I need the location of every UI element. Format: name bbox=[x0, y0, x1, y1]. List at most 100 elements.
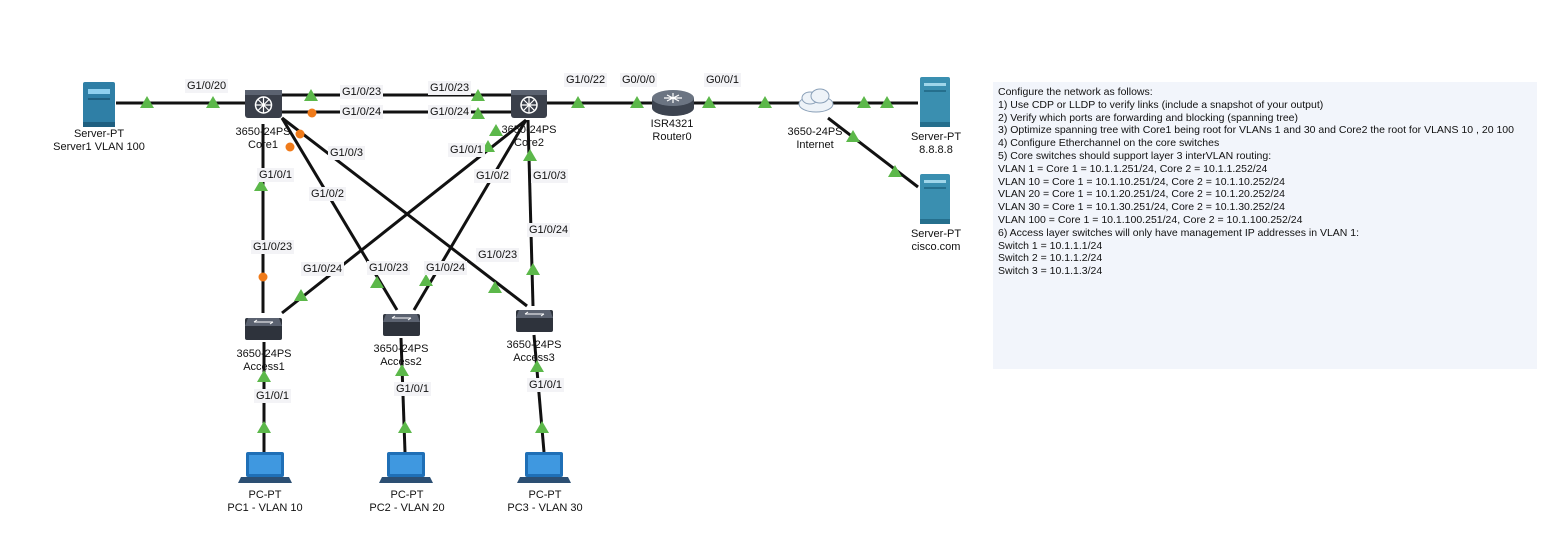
port-label: G1/0/22 bbox=[564, 73, 608, 87]
cloud-icon bbox=[798, 88, 834, 113]
note-line: Switch 2 = 10.1.1.2/24 bbox=[998, 252, 1103, 265]
forwarding-marker bbox=[304, 89, 318, 101]
link-core1-access3 bbox=[281, 116, 528, 308]
port-label: G1/0/24 bbox=[301, 262, 345, 276]
forwarding-marker bbox=[702, 96, 716, 108]
device-name: Access2 bbox=[380, 356, 422, 368]
port-label: G1/0/1 bbox=[448, 143, 486, 157]
device-name: Router0 bbox=[652, 131, 692, 143]
device-type: PC-PT bbox=[528, 489, 562, 501]
multilayer-switch-icon bbox=[511, 90, 547, 118]
note-line: VLAN 20 = Core 1 = 10.1.20.251/24, Core … bbox=[998, 188, 1285, 201]
forwarding-marker bbox=[206, 96, 220, 108]
pc1-label: PC-PT PC1 - VLAN 10 bbox=[227, 489, 302, 515]
device-name: 8.8.8.8 bbox=[919, 144, 953, 156]
device-type: 3650-24PS bbox=[501, 124, 557, 136]
port-label: G1/0/24 bbox=[424, 261, 468, 275]
forwarding-marker bbox=[257, 421, 271, 433]
link-core2-access1 bbox=[281, 118, 527, 315]
note-line: 6) Access layer switches will only have … bbox=[998, 226, 1360, 239]
access1-label: 3650-24PS Access1 bbox=[236, 348, 291, 374]
device-name: Access3 bbox=[513, 352, 555, 364]
switch-icon bbox=[383, 314, 420, 336]
forwarding-marker bbox=[471, 89, 485, 101]
forwarding-marker bbox=[523, 149, 537, 161]
laptop-icon bbox=[517, 452, 571, 483]
status-markers bbox=[140, 89, 902, 433]
device-type: Server-PT bbox=[73, 128, 125, 140]
switch-icon bbox=[516, 310, 553, 332]
switch-icon bbox=[245, 318, 282, 340]
server-cisco-icon bbox=[920, 174, 950, 224]
port-label: G1/0/3 bbox=[328, 146, 366, 160]
device-type: 3650-24PS bbox=[373, 343, 429, 355]
forwarding-marker bbox=[846, 130, 860, 142]
blocking-marker bbox=[258, 272, 268, 282]
forwarding-marker bbox=[471, 107, 485, 119]
laptop-icon bbox=[379, 452, 433, 483]
device-name: cisco.com bbox=[911, 241, 961, 253]
device-type: 3650-24PS bbox=[236, 348, 292, 360]
forwarding-marker bbox=[257, 370, 271, 382]
blocking-marker bbox=[295, 129, 305, 139]
port-label: G1/0/23 bbox=[476, 248, 520, 262]
device-name: Core1 bbox=[248, 139, 278, 151]
core1-label: 3650-24PS Core1 bbox=[235, 126, 290, 152]
note-line: Switch 3 = 10.1.1.3/24 bbox=[998, 265, 1103, 278]
forwarding-marker bbox=[140, 96, 154, 108]
device-type: PC-PT bbox=[390, 489, 424, 501]
note-line: Configure the network as follows: bbox=[998, 86, 1153, 98]
port-label: G1/0/24 bbox=[340, 105, 384, 119]
laptop-icon bbox=[238, 452, 292, 483]
port-label: G1/0/2 bbox=[474, 169, 512, 183]
port-label: G0/0/1 bbox=[704, 73, 742, 87]
port-label: G1/0/24 bbox=[428, 105, 472, 119]
forwarding-marker bbox=[758, 96, 772, 108]
note-line: 1) Use CDP or LLDP to verify links (incl… bbox=[998, 98, 1324, 111]
device-name: PC1 - VLAN 10 bbox=[227, 502, 303, 514]
forwarding-marker bbox=[526, 263, 540, 275]
note-line: Switch 1 = 10.1.1.1/24 bbox=[998, 239, 1103, 252]
pc3-label: PC-PT PC3 - VLAN 30 bbox=[507, 489, 582, 515]
port-label: G1/0/20 bbox=[185, 79, 229, 93]
instructions-note: Configure the network as follows: 1) Use… bbox=[993, 82, 1537, 369]
server-dns-label: Server-PT 8.8.8.8 bbox=[911, 131, 961, 157]
router-icon bbox=[652, 90, 694, 116]
forwarding-marker bbox=[370, 276, 384, 288]
server1-label: Server-PT Server1 VLAN 100 bbox=[53, 128, 145, 154]
server-dns-icon bbox=[920, 77, 950, 127]
device-name: PC3 - VLAN 30 bbox=[507, 502, 583, 514]
port-label: G1/0/23 bbox=[428, 81, 472, 95]
port-label: G0/0/0 bbox=[620, 73, 658, 87]
server1-icon bbox=[83, 82, 115, 127]
forwarding-marker bbox=[888, 165, 902, 177]
note-line: 3) Optimize spanning tree with Core1 bei… bbox=[998, 124, 1514, 137]
forwarding-marker bbox=[398, 421, 412, 433]
multilayer-switch-icon bbox=[245, 90, 282, 118]
note-line: VLAN 30 = Core 1 = 10.1.30.251/24, Core … bbox=[998, 201, 1285, 214]
forwarding-marker bbox=[857, 96, 871, 108]
device-name: Server1 VLAN 100 bbox=[53, 141, 145, 153]
port-label: G1/0/3 bbox=[531, 169, 569, 183]
forwarding-marker bbox=[395, 364, 409, 376]
device-type: 3650-24PS bbox=[506, 339, 562, 351]
port-label: G1/0/1 bbox=[257, 168, 295, 182]
port-label: G1/0/23 bbox=[251, 240, 295, 254]
forwarding-marker bbox=[488, 281, 502, 293]
note-line: VLAN 100 = Core 1 = 10.1.100.251/24, Cor… bbox=[998, 213, 1303, 226]
port-label: G1/0/23 bbox=[367, 261, 411, 275]
device-name: PC2 - VLAN 20 bbox=[369, 502, 445, 514]
internet-label: 3650-24PS Internet bbox=[787, 126, 842, 152]
access3-label: 3650-24PS Access3 bbox=[506, 339, 561, 365]
device-name: Access1 bbox=[243, 361, 285, 373]
forwarding-marker bbox=[489, 124, 503, 136]
device-type: 3650-24PS bbox=[787, 126, 843, 138]
device-name: Internet bbox=[796, 139, 834, 151]
device-type: ISR4321 bbox=[650, 118, 694, 130]
device-type: Server-PT bbox=[910, 228, 962, 240]
device-type: 3650-24PS bbox=[235, 126, 291, 138]
port-label: G1/0/1 bbox=[394, 382, 432, 396]
core2-label: 3650-24PS Core2 bbox=[501, 124, 556, 150]
pc2-label: PC-PT PC2 - VLAN 20 bbox=[369, 489, 444, 515]
